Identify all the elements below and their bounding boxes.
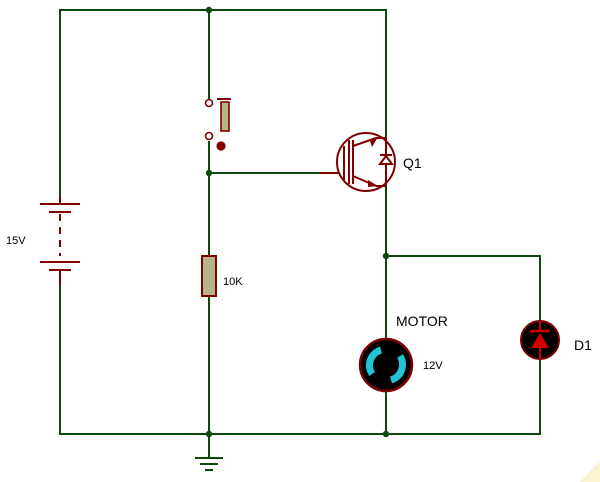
junction-dot — [205, 169, 213, 177]
resistor-value-label: 10K — [223, 276, 243, 288]
junction-dot — [382, 252, 390, 260]
wires — [59, 9, 541, 459]
diode-name-label: D1 — [574, 337, 592, 353]
motor-arc-left — [365, 346, 383, 376]
transistor-body-circle — [336, 132, 396, 192]
igbt-transistor-icon — [320, 132, 396, 192]
battery-icon — [40, 196, 80, 286]
motor-name-label: MOTOR — [396, 313, 448, 329]
collector-lead — [352, 137, 377, 147]
internal-diode-triangle — [378, 154, 394, 165]
junction-dot — [205, 6, 213, 14]
battery-voltage-label: 15V — [6, 235, 26, 247]
junction-dot — [382, 430, 390, 438]
switch-contact-top — [204, 98, 214, 108]
junction-dot — [205, 430, 213, 438]
ground-icon — [195, 457, 223, 471]
transistor-name-label: Q1 — [403, 155, 422, 171]
diode-icon — [520, 320, 560, 360]
switch-contact-bottom — [204, 131, 214, 141]
push-button-icon — [204, 98, 231, 151]
collector-arrow-icon — [370, 137, 378, 147]
motor-voltage-label: 12V — [423, 360, 443, 372]
emitter-arrow-icon — [368, 180, 378, 187]
corner-decoration — [580, 462, 600, 482]
dc-motor-icon — [358, 337, 414, 393]
resistor-icon — [201, 254, 217, 297]
switch-plunger — [220, 101, 230, 132]
diode-triangle — [531, 333, 549, 348]
motor-arc-right — [389, 354, 407, 384]
switch-button-knob — [216, 141, 226, 151]
resistor-body — [201, 255, 217, 297]
junctions — [205, 6, 390, 438]
